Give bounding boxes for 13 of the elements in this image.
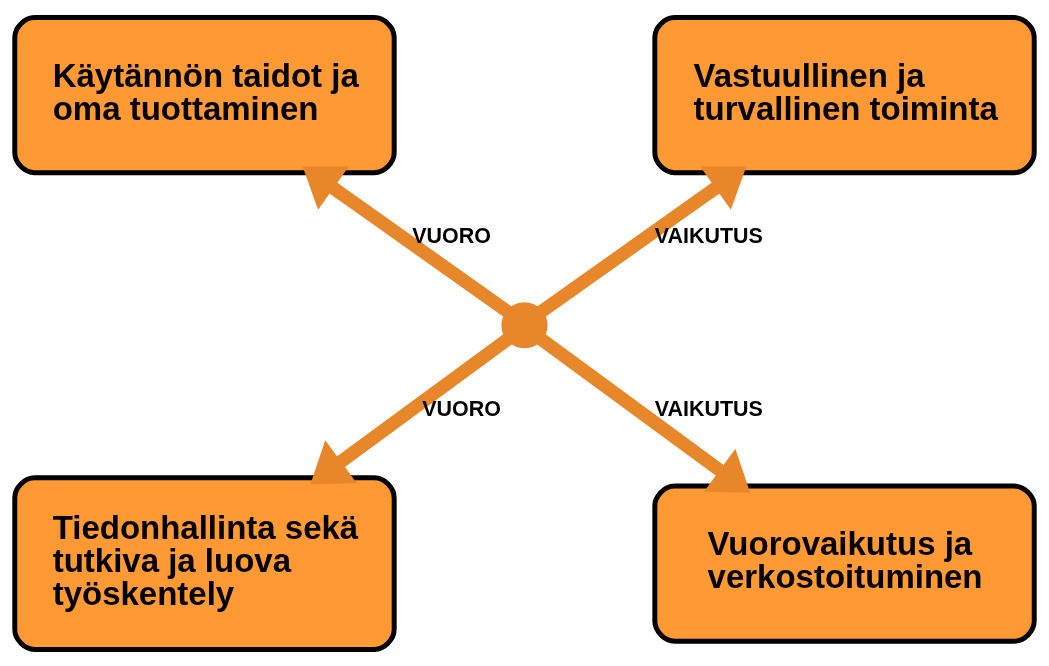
edge-label: VAIKUTUS <box>654 396 763 421</box>
edge-label: VAIKUTUS <box>654 223 763 248</box>
arrow <box>310 332 513 484</box>
edge-label: VUORO <box>412 223 491 248</box>
node-box: Vastuullinen ja turvallinen toiminta <box>652 14 1037 175</box>
node-box: Käytännön taidot ja oma tuottaminen <box>12 14 397 175</box>
node-box: Tiedonhallinta sekä tutkiva ja luova työskentely <box>12 474 397 652</box>
arrow <box>302 165 513 317</box>
arrow <box>536 165 747 317</box>
node-circle <box>501 301 548 348</box>
edge-label: VUORO <box>422 396 501 421</box>
node-box: Vuorovaikutus ja verkostoituminen <box>652 483 1037 644</box>
arrow <box>536 332 751 493</box>
